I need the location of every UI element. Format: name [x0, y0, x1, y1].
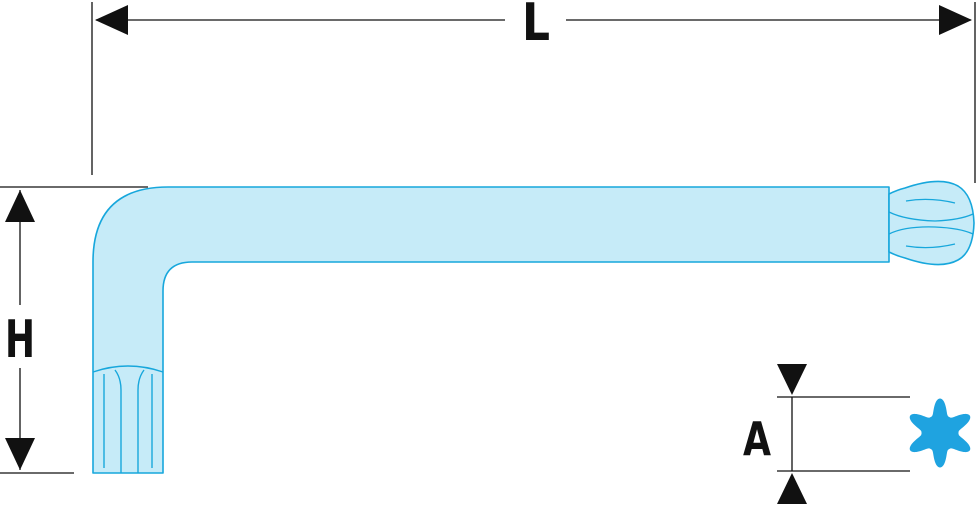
- tool-body: [92, 186, 890, 474]
- tip-label: A: [743, 412, 771, 466]
- tip-dimension: A: [743, 364, 910, 504]
- height-arrowhead-top: [5, 190, 35, 222]
- torx-l-key-icon: [92, 180, 975, 474]
- height-arrowhead-bottom: [5, 438, 35, 470]
- length-dimension: L: [91, 0, 976, 183]
- length-arrowhead-right: [939, 5, 972, 35]
- tip-arrowhead-bottom: [777, 473, 807, 504]
- tip-arrowhead-top: [777, 364, 807, 395]
- torx-star-icon: [909, 398, 971, 468]
- short-arm-torx-tip: [92, 365, 164, 473]
- height-dimension: H: [0, 186, 148, 474]
- long-arm-ball-end: [888, 180, 975, 266]
- length-label: L: [522, 0, 550, 53]
- height-label: H: [5, 310, 35, 370]
- length-arrowhead-left: [95, 5, 128, 35]
